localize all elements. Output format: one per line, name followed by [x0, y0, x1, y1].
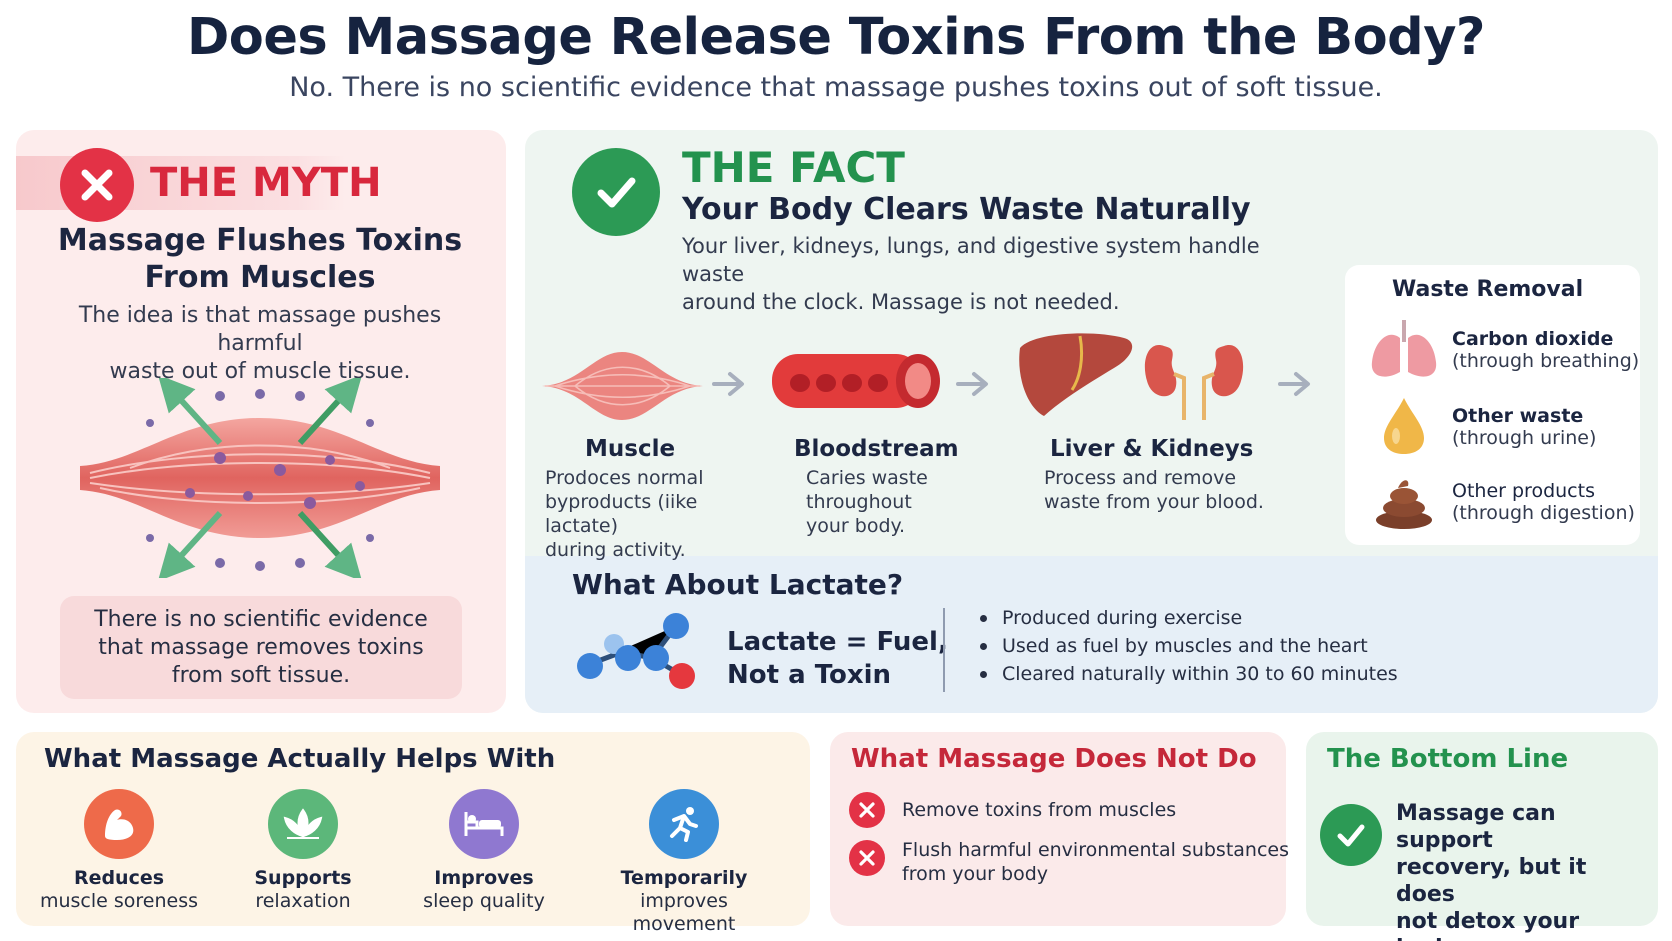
fact-desc-line: Your liver, kidneys, lungs, and digestiv… — [682, 234, 1260, 286]
step-desc-line: during activity. — [545, 539, 686, 561]
page-title: Does Massage Release Toxins From the Bod… — [186, 8, 1486, 67]
running-person-icon — [649, 789, 719, 859]
helps-title: What Massage Actually Helps With — [44, 744, 556, 774]
myth-note-line: There is no scientific evidence — [94, 606, 428, 632]
myth-heading-line: Massage Flushes Toxins — [57, 223, 463, 258]
fact-description: Your liver, kidneys, lungs, and digestiv… — [682, 232, 1302, 316]
arrow-right-icon — [1278, 372, 1310, 396]
step-desc-line: waste from your blood. — [1044, 491, 1264, 513]
lactate-panel — [525, 556, 1658, 713]
waste-removal-title: Waste Removal — [1392, 277, 1584, 302]
step-desc-line: byproducts (iike lactate) — [545, 491, 698, 537]
molecule-icon — [577, 613, 695, 689]
waste-item-sub: (through breathing) — [1452, 350, 1640, 372]
help-label-bold: Temporarily — [620, 867, 748, 889]
step-desc: Prodoces normal byproducts (iike lactate… — [545, 466, 775, 562]
arrow-right-icon — [712, 372, 744, 396]
bed-icon — [449, 789, 519, 859]
divider — [943, 608, 945, 692]
lactate-title: What About Lactate? — [572, 568, 904, 601]
myth-label: THE MYTH — [150, 160, 382, 206]
does-not-panel — [830, 732, 1286, 926]
muscle-icon — [542, 352, 703, 420]
step-desc-line: Process and remove — [1044, 467, 1237, 489]
step-title: Muscle — [585, 436, 676, 462]
liver-kidneys-icon — [1019, 333, 1244, 420]
check-icon — [1320, 804, 1382, 866]
close-x-icon — [849, 840, 885, 876]
close-x-icon — [849, 792, 885, 828]
bottom-line-line: recovery, but it does — [1396, 855, 1587, 907]
list-item: Produced during exercise — [976, 604, 1398, 632]
waste-item-urine: Other waste (through urine) — [1452, 405, 1596, 449]
help-label: Temporarily improves movement — [589, 867, 779, 936]
does-not-item: Flush harmful environmental substances f… — [902, 838, 1289, 886]
step-desc-line: Caries waste — [806, 467, 928, 489]
does-not-item: Remove toxins from muscles — [902, 799, 1177, 821]
help-label: Reduces muscle soreness — [24, 867, 214, 913]
list-item: Cleared naturally within 30 to 60 minute… — [976, 660, 1398, 688]
lungs-icon — [1371, 320, 1437, 377]
help-label-bold: Supports — [254, 867, 352, 889]
stool-icon — [1376, 480, 1432, 529]
arrow-right-icon — [956, 372, 988, 396]
step-title: Bloodstream — [794, 436, 959, 462]
lactate-eq-line: Not a Toxin — [727, 660, 892, 690]
step-desc: Caries waste throughout your body. — [806, 466, 984, 538]
step-desc-line: Prodoces normal — [545, 467, 704, 489]
does-not-title: What Massage Does Not Do — [851, 744, 1257, 774]
step-title: Liver & Kidneys — [1050, 436, 1254, 462]
does-not-line: from your body — [902, 863, 1049, 885]
does-not-line: Flush harmful environmental substances — [902, 839, 1289, 861]
step-desc-line: your body. — [806, 515, 906, 537]
fact-desc-line: around the clock. Massage is not needed. — [682, 290, 1120, 314]
lactate-equation: Lactate = Fuel, Not a Toxin — [727, 626, 948, 692]
waste-item-sub: (through digestion) — [1452, 502, 1635, 524]
bottom-line-title: The Bottom Line — [1327, 744, 1569, 774]
bottom-line-text: Massage can support recovery, but it doe… — [1396, 800, 1646, 941]
myth-heading-line: From Muscles — [144, 260, 376, 295]
help-label-rest: sleep quality — [423, 890, 545, 912]
urine-drop-icon — [1384, 398, 1424, 454]
list-item: Used as fuel by muscles and the heart — [976, 632, 1398, 660]
lactate-eq-line: Lactate = Fuel, — [727, 627, 948, 657]
help-label-rest: muscle soreness — [39, 890, 199, 912]
flexed-arm-icon — [84, 789, 154, 859]
lotus-icon — [268, 789, 338, 859]
waste-item-title: Other waste — [1452, 405, 1584, 427]
check-icon — [572, 148, 660, 236]
step-bloodstream: Bloodstream Caries waste throughout your… — [794, 436, 984, 538]
waste-item-sub: (through urine) — [1452, 427, 1597, 449]
waste-item-co2: Carbon dioxide (through breathing) — [1452, 328, 1639, 372]
fact-heading: Your Body Clears Waste Naturally — [682, 192, 1251, 227]
waste-item-digestion: Other products (through digestion) — [1452, 480, 1635, 524]
myth-description: The idea is that massage pushes harmful … — [40, 302, 480, 386]
myth-note: There is no scientific evidence that mas… — [60, 596, 462, 699]
help-label-rest: relaxation — [255, 890, 351, 912]
step-liver-kidneys: Liver & Kidneys Process and remove waste… — [1044, 436, 1284, 514]
waste-item-title: Other products — [1452, 480, 1595, 502]
fact-label: THE FACT — [682, 143, 905, 192]
muscle-toxins-icon — [80, 378, 440, 578]
close-x-icon — [60, 148, 134, 222]
myth-note-line: from soft tissue. — [171, 662, 351, 688]
step-desc-line: throughout — [806, 491, 912, 513]
help-label: Improves sleep quality — [389, 867, 579, 913]
myth-desc-line: The idea is that massage pushes harmful — [78, 303, 442, 356]
page-subtitle: No. There is no scientific evidence that… — [289, 72, 1383, 103]
blood-vessel-icon — [772, 354, 940, 408]
bottom-line-line: Massage can support — [1396, 801, 1556, 853]
waste-item-title: Carbon dioxide — [1452, 328, 1614, 350]
step-desc: Process and remove waste from your blood… — [1044, 466, 1284, 514]
bottom-line-line: not detox your body. — [1396, 909, 1580, 941]
myth-heading: Massage Flushes Toxins From Muscles — [40, 222, 480, 296]
help-label-rest: improves movement — [632, 890, 736, 935]
lactate-bullets: Produced during exercise Used as fuel by… — [976, 604, 1398, 688]
help-label-bold: Reduces — [73, 867, 165, 889]
myth-note-line: that massage removes toxins — [98, 634, 424, 660]
step-muscle: Muscle Prodoces normal byproducts (iike … — [545, 436, 775, 562]
help-label-bold: Improves — [434, 867, 534, 889]
help-label: Supports relaxation — [208, 867, 398, 913]
